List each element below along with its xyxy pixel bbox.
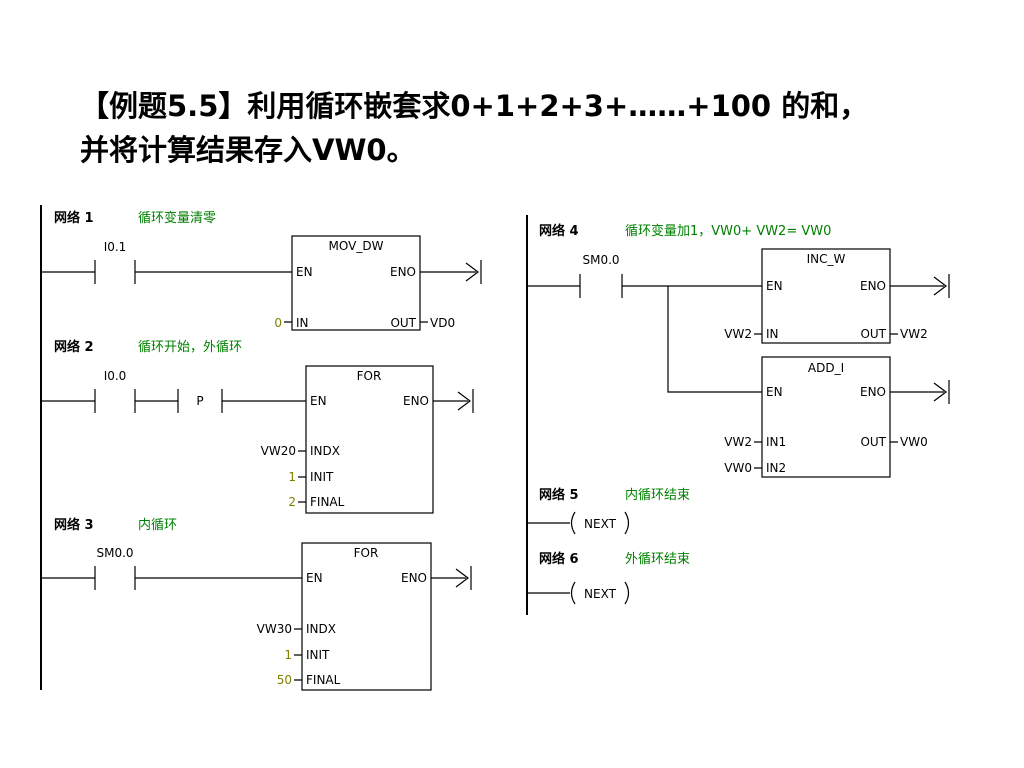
mov-dw-out-value: VD0 (430, 316, 455, 330)
inc-w-in: IN (766, 327, 779, 341)
for2-indx-value: VW30 (257, 622, 292, 636)
for2-final-value: 50 (277, 673, 292, 687)
contact-i01-label: I0.1 (104, 240, 127, 254)
for2-en: EN (306, 571, 323, 585)
next-coil-n5 (527, 511, 630, 535)
add-i-out-value: VW0 (900, 435, 928, 449)
for2-box (301, 542, 432, 691)
for1-indx: INDX (310, 444, 340, 458)
mov-dw-in-value: 0 (274, 316, 282, 330)
mov-dw-out: OUT (390, 316, 416, 330)
contact-i00-wire (41, 389, 306, 413)
next-coil-n6 (527, 581, 630, 605)
network-4-comment: 循环变量加1，VW0+ VW2= VW0 (625, 223, 831, 239)
eno-arrow-n3 (431, 566, 472, 590)
network-3-comment: 内循环 (138, 517, 177, 533)
network-2-label: 网络 2 (54, 339, 94, 355)
for1-final: FINAL (310, 495, 345, 509)
inc-w-title: INC_W (807, 252, 846, 266)
inc-w-box (761, 248, 891, 344)
add-i-in1: IN1 (766, 435, 786, 449)
for1-init: INIT (310, 470, 334, 484)
add-i-in1-value: VW2 (724, 435, 752, 449)
for1-indx-value: VW20 (261, 444, 296, 458)
for2-title: FOR (354, 546, 379, 560)
add-i-title: ADD_I (808, 361, 844, 375)
contact-i00-label: I0.0 (104, 369, 127, 383)
add-i-en: EN (766, 385, 783, 399)
next-coil-n5-label: NEXT (584, 517, 617, 531)
contact-i01-wire (41, 260, 292, 284)
slide-title: 【例题5.5】利用循环嵌套求0+1+2+3+……+100 的和， 并将计算结果存… (80, 84, 960, 172)
eno-arrow-inc (890, 274, 950, 298)
inc-w-out: OUT (860, 327, 886, 341)
for1-init-value: 1 (288, 470, 296, 484)
contact-sm00-wire-n4 (527, 274, 762, 393)
inc-w-eno: ENO (860, 279, 886, 293)
inc-w-out-value: VW2 (900, 327, 928, 341)
for1-en: EN (310, 394, 327, 408)
network-1-label: 网络 1 (54, 210, 94, 226)
title-line-1: 【例题5.5】利用循环嵌套求0+1+2+3+……+100 的和， (80, 89, 869, 123)
edge-p-label: P (196, 394, 203, 408)
for2-final: FINAL (306, 673, 341, 687)
eno-arrow-n2 (433, 389, 474, 413)
add-i-out: OUT (860, 435, 886, 449)
inc-w-in-value: VW2 (724, 327, 752, 341)
network-6-label: 网络 6 (539, 551, 579, 567)
add-i-pins (754, 441, 898, 469)
for1-pins (298, 450, 306, 503)
for2-init-value: 1 (284, 648, 292, 662)
add-i-box (761, 356, 891, 478)
for1-final-value: 2 (288, 495, 296, 509)
title-line-2: 并将计算结果存入VW0。 (80, 133, 416, 167)
inc-w-en: EN (766, 279, 783, 293)
network-3-label: 网络 3 (54, 517, 94, 533)
next-coil-n6-label: NEXT (584, 587, 617, 601)
for2-eno: ENO (401, 571, 427, 585)
network-5-label: 网络 5 (539, 487, 579, 503)
add-i-in2: IN2 (766, 461, 786, 475)
for2-init: INIT (306, 648, 330, 662)
mov-dw-box (291, 235, 421, 331)
add-i-in2-value: VW0 (724, 461, 752, 475)
network-6-comment: 外循环结束 (625, 552, 690, 567)
for2-pins (294, 628, 302, 681)
mov-dw-eno: ENO (390, 265, 416, 279)
for1-title: FOR (357, 369, 382, 383)
for1-eno: ENO (403, 394, 429, 408)
mov-dw-title: MOV_DW (329, 239, 384, 253)
network-1-comment: 循环变量清零 (138, 210, 216, 226)
network-4-label: 网络 4 (539, 223, 579, 239)
contact-sm00-wire-n3 (41, 566, 302, 590)
mov-dw-in: IN (296, 316, 309, 330)
for1-box (305, 365, 434, 514)
network-2-comment: 循环开始，外循环 (138, 340, 242, 355)
mov-dw-en: EN (296, 265, 313, 279)
contact-sm00-label-n3: SM0.0 (96, 546, 133, 560)
eno-arrow-add (890, 380, 950, 404)
for2-indx: INDX (306, 622, 336, 636)
contact-sm00-label-n4: SM0.0 (582, 253, 619, 267)
add-i-eno: ENO (860, 385, 886, 399)
network-5-comment: 内循环结束 (625, 487, 690, 503)
eno-arrow-n1 (420, 260, 482, 284)
